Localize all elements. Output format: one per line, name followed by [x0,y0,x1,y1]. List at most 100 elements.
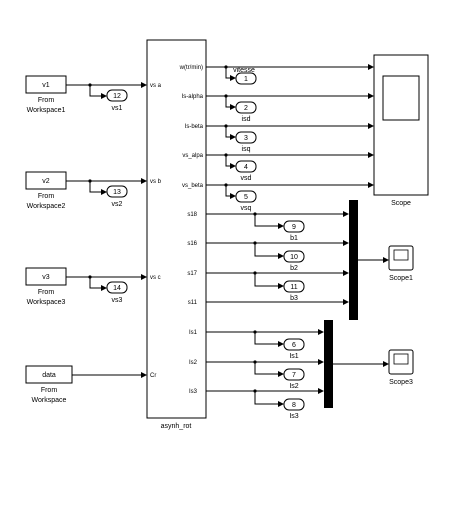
arrowhead-v3 [141,274,147,280]
branch-is2 [254,362,278,375]
outport-vsd-label: vsd [241,175,252,182]
outport-is2-number: 7 [292,372,296,379]
arrowhead-vs-beta-scope [368,182,374,188]
outport-vsd[interactable]: 4 vsd [235,160,257,182]
arrowhead-out-is3 [278,401,284,407]
outport-is1[interactable]: 6 Is1 [283,338,305,360]
scope-3[interactable]: Scope3 [388,349,414,386]
from-workspace-2[interactable]: v2 From Workspace2 [25,171,67,210]
from-workspace-1-var: v1 [42,82,50,89]
from-workspace-1[interactable]: v1 From Workspace1 [25,75,67,114]
branch-w [225,67,230,79]
arrowhead-vsq [230,193,236,199]
arrowhead-out-is2 [278,371,284,377]
subsystem-name: asynh_rot [161,423,192,430]
arrowhead-is-alpha-scope [368,93,374,99]
arrowhead-vitesse [230,75,236,81]
arrowhead-vsd [230,163,236,169]
branch-is1 [254,332,278,345]
outport-is3-label: Is3 [289,413,298,420]
outport-vs2-number: 13 [113,189,121,196]
arrowhead-s18-mux [343,211,349,217]
arrowhead-b2 [278,253,284,259]
outport-is2-label: Is2 [289,383,298,390]
outport-is2[interactable]: 7 Is2 [283,368,305,390]
outport-b1[interactable]: 9 b1 [283,220,305,242]
outport-b3-label: b3 [290,295,298,302]
subsystem-input-vs-b: vs b [150,179,162,185]
outport-vs1-label: vs1 [112,105,123,112]
scope-3-label: Scope3 [389,379,413,386]
outport-is3-number: 8 [292,402,296,409]
arrowhead-b1 [278,223,284,229]
arrowhead-vs3 [101,285,107,291]
outport-vsq-number: 5 [244,194,248,201]
arrowhead-isq [230,134,236,140]
scope-1[interactable]: Scope1 [388,245,414,282]
from-workspace-data-var: data [42,372,56,379]
subsystem-asynh-rot[interactable]: vs a vs b vs c Cr w(tr/min) Is-alpha Is-… [146,39,207,430]
arrowhead-is3-mux [318,388,324,394]
arrowhead-s16-mux [343,240,349,246]
subsystem-output-is3: Is3 [189,389,198,395]
from-workspace-data-caption-line1: From [41,387,58,394]
scope-main-label: Scope [391,200,411,207]
outport-b2-label: b2 [290,265,298,272]
outport-is3[interactable]: 8 Is3 [283,398,305,420]
subsystem-output-vs-beta: vs_beta [182,183,204,189]
outport-b3-number: 11 [290,284,297,291]
outport-b1-number: 9 [292,224,296,231]
from-workspace-2-caption-line2: Workspace2 [27,203,66,210]
outport-vs3[interactable]: 14 vs3 [106,281,128,304]
branch-is-beta [225,126,230,138]
outport-isd-label: isd [242,116,251,123]
outport-vitesse-label: vitesse [233,67,255,74]
outport-vsq-label: vsq [241,205,252,212]
scope-main[interactable]: Scope [373,54,429,207]
arrowhead-is2-mux [318,359,324,365]
branch-s16 [254,243,278,257]
outport-isq-label: isq [242,146,251,153]
subsystem-input-vs-a: vs a [150,83,162,89]
from-workspace-data[interactable]: data From Workspace [25,365,73,404]
outport-vs1-number: 12 [113,93,121,100]
arrowhead-w-scope [368,64,374,70]
outport-b2-number: 10 [290,254,298,261]
outport-b1-label: b1 [290,235,298,242]
outport-vsq[interactable]: 5 vsq [235,190,257,212]
outport-isq[interactable]: 3 isq [235,131,257,153]
subsystem-output-w: w(tr/min) [179,65,203,71]
outport-vs3-number: 14 [113,285,121,292]
subsystem-input-cr: Cr [150,373,156,379]
from-workspace-3[interactable]: v3 From Workspace3 [25,267,67,306]
arrowhead-vs1 [101,93,107,99]
mux-b[interactable] [349,200,358,320]
outport-vs3-label: vs3 [112,297,123,304]
arrowhead-scope3 [383,361,389,367]
outport-is1-number: 6 [292,342,296,349]
from-workspace-3-caption-line1: From [38,289,55,296]
subsystem-output-s18: s18 [187,212,197,218]
outport-vs1[interactable]: 12 vs1 [106,89,128,112]
scope-1-label: Scope1 [389,275,413,282]
mux-is[interactable] [324,320,333,408]
arrowhead-s11-mux [343,299,349,305]
outport-isd[interactable]: 2 isd [235,101,257,123]
arrowhead-vs2 [101,189,107,195]
branch-v1 [89,85,101,97]
outport-vs2[interactable]: 13 vs2 [106,185,128,208]
outport-is1-label: Is1 [289,353,298,360]
outport-vitesse[interactable]: 1 vitesse [233,67,257,85]
branch-v3 [89,277,101,289]
from-workspace-1-caption-line2: Workspace1 [27,107,66,114]
subsystem-output-is1: Is1 [189,330,198,336]
branch-v2 [89,181,101,193]
outport-b3[interactable]: 11 b3 [283,280,305,302]
scope-main-screen [382,75,420,121]
arrowhead-s17-mux [343,270,349,276]
outport-isq-number: 3 [244,135,248,142]
subsystem-output-is-beta: Is-beta [185,124,204,130]
from-workspace-3-var: v3 [42,274,50,281]
outport-b2[interactable]: 10 b2 [283,250,305,272]
